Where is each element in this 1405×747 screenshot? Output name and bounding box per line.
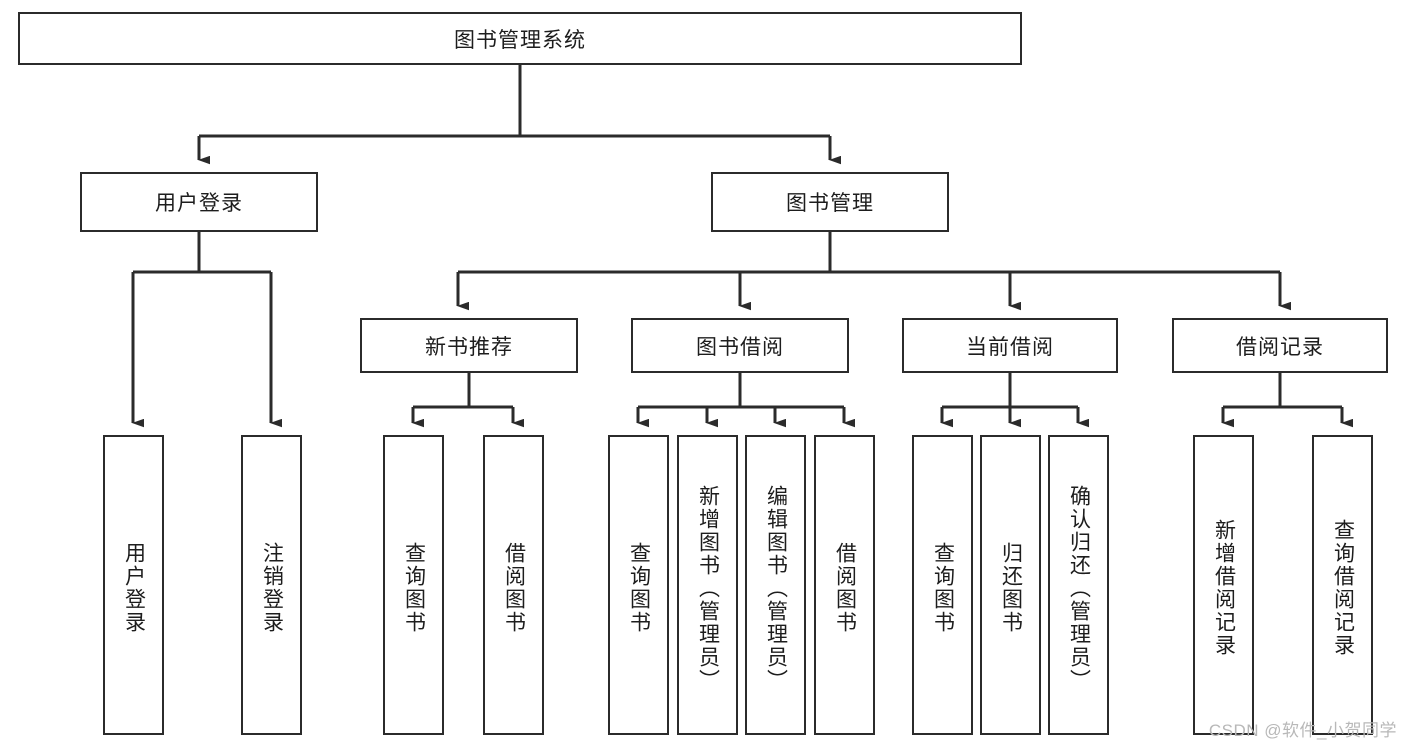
leaf-user-login-label: 用户登录 <box>122 542 146 634</box>
node-root-label: 图书管理系统 <box>454 28 586 52</box>
node-borrow-record-label: 借阅记录 <box>1236 335 1324 359</box>
leaf-borrow-lend[interactable]: 借阅图书 <box>814 435 875 735</box>
node-book-borrow-label: 图书借阅 <box>696 335 784 359</box>
leaf-borrow-query-label: 查询图书 <box>627 542 651 634</box>
leaf-borrow-query[interactable]: 查询图书 <box>608 435 669 735</box>
leaf-borrow-add[interactable]: 新增图书（管理员） <box>677 435 738 735</box>
leaf-cur-confirm[interactable]: 确认归还（管理员） <box>1048 435 1109 735</box>
leaf-rec-search[interactable]: 查询借阅记录 <box>1312 435 1373 735</box>
node-user-login-label: 用户登录 <box>155 192 243 215</box>
leaf-rec-query-label: 查询图书 <box>402 542 426 634</box>
leaf-rec-add-label: 新增借阅记录 <box>1212 519 1236 657</box>
node-current-borrow-label: 当前借阅 <box>966 335 1054 359</box>
node-book-manage-label: 图书管理 <box>786 192 874 215</box>
leaf-rec-search-label: 查询借阅记录 <box>1331 519 1355 657</box>
leaf-rec-borrow[interactable]: 借阅图书 <box>483 435 544 735</box>
leaf-borrow-edit[interactable]: 编辑图书（管理员） <box>745 435 806 735</box>
node-root[interactable]: 图书管理系统 <box>18 12 1022 65</box>
leaf-user-logout[interactable]: 注销登录 <box>241 435 302 735</box>
watermark: CSDN @软件_小贺同学 <box>1208 721 1397 740</box>
leaf-rec-add[interactable]: 新增借阅记录 <box>1193 435 1254 735</box>
node-new-book-rec[interactable]: 新书推荐 <box>360 318 578 373</box>
node-user-login[interactable]: 用户登录 <box>80 172 318 232</box>
leaf-user-login[interactable]: 用户登录 <box>103 435 164 735</box>
leaf-borrow-add-label: 新增图书（管理员） <box>696 484 720 692</box>
leaf-cur-return-label: 归还图书 <box>999 542 1023 634</box>
leaf-rec-borrow-label: 借阅图书 <box>502 542 526 634</box>
leaf-borrow-lend-label: 借阅图书 <box>833 542 857 634</box>
node-current-borrow[interactable]: 当前借阅 <box>902 318 1118 373</box>
leaf-cur-query-label: 查询图书 <box>931 542 955 634</box>
leaf-cur-confirm-label: 确认归还（管理员） <box>1067 484 1091 692</box>
node-borrow-record[interactable]: 借阅记录 <box>1172 318 1388 373</box>
node-book-manage[interactable]: 图书管理 <box>711 172 949 232</box>
leaf-user-logout-label: 注销登录 <box>260 542 284 634</box>
leaf-borrow-edit-label: 编辑图书（管理员） <box>764 484 788 692</box>
leaf-cur-query[interactable]: 查询图书 <box>912 435 973 735</box>
node-book-borrow[interactable]: 图书借阅 <box>631 318 849 373</box>
node-new-book-rec-label: 新书推荐 <box>425 335 513 359</box>
leaf-cur-return[interactable]: 归还图书 <box>980 435 1041 735</box>
leaf-rec-query[interactable]: 查询图书 <box>383 435 444 735</box>
